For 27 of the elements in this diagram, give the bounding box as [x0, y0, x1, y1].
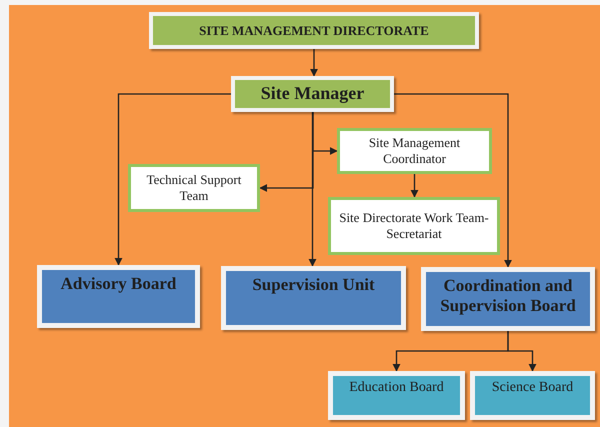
board-box: [470, 371, 595, 420]
node-label: SITE MANAGEMENT DIRECTORATE: [199, 22, 429, 38]
board-box: [37, 265, 200, 328]
header-box: [149, 12, 479, 49]
board-box: [328, 371, 465, 420]
node-label: Coordination and Supervision Board: [439, 276, 577, 317]
unit-box: [337, 128, 492, 174]
connector-arrow: [394, 93, 512, 268]
connector-arrow: [310, 49, 318, 77]
connector-arrow: [308, 112, 316, 267]
connector-arrow: [507, 331, 536, 372]
connector-arrow: [259, 112, 314, 192]
connector-arrow: [114, 93, 231, 266]
node-label: Education Board: [349, 380, 444, 397]
node-label: Site Manager: [260, 83, 364, 105]
node-label: Science Board: [492, 380, 574, 397]
board-box: [221, 266, 406, 330]
header-box: [231, 76, 394, 112]
node-label: Site Management Coordinator: [368, 135, 462, 167]
node-label: Supervision Unit: [252, 275, 375, 296]
board-box: [421, 267, 595, 331]
unit-box: [328, 197, 500, 255]
node-label: Site Directorate Work Team- Secretariat: [338, 210, 490, 242]
connector-arrow: [410, 174, 418, 198]
unit-box: [128, 164, 260, 212]
node-label: Advisory Board: [60, 274, 176, 294]
node-label: Technical Support Team: [146, 172, 242, 204]
